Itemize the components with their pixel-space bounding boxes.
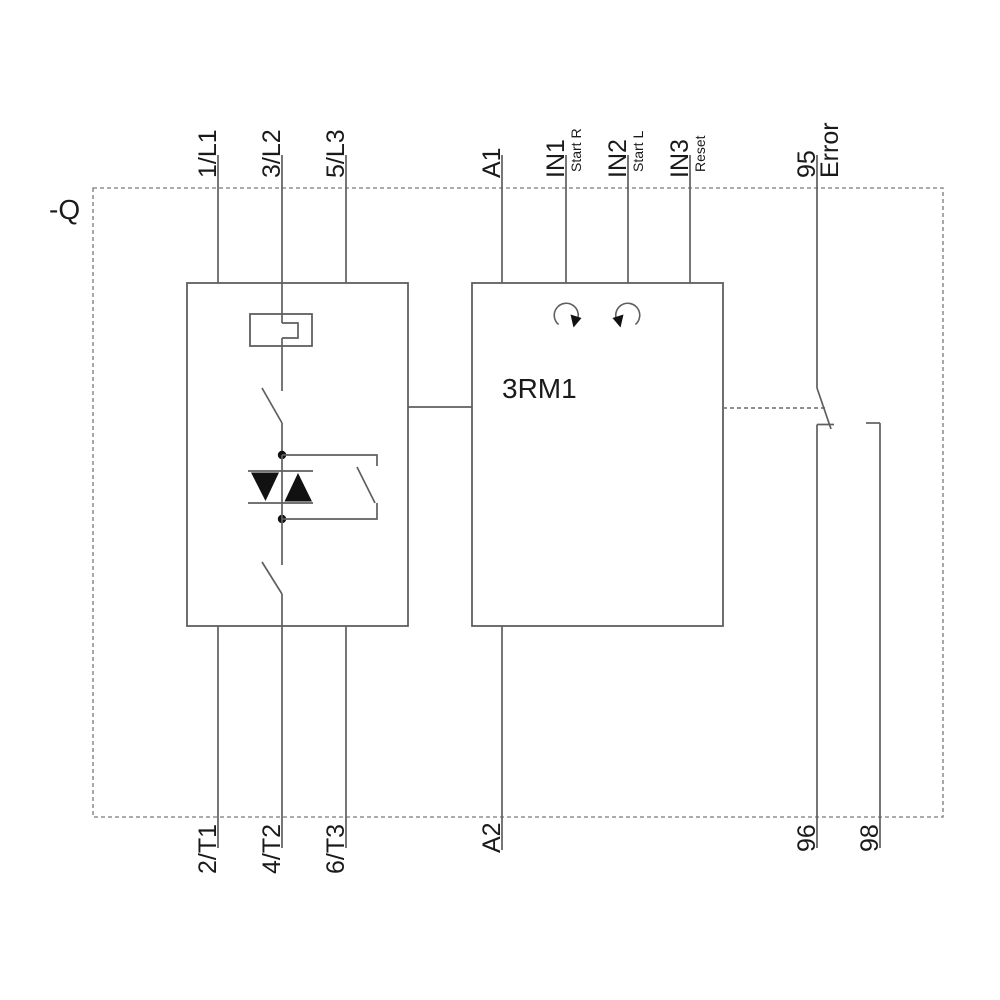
device-designation: -Q [49, 194, 80, 225]
terminal-label-5L3: 5/L3 [322, 129, 350, 178]
overload-notch [282, 322, 299, 339]
changeover-blade [816, 387, 832, 430]
function-label-start-r: Start R [568, 128, 584, 172]
terminal-label-96: 96 [793, 824, 821, 852]
top-terminal-leads [217, 155, 818, 388]
terminal-label-IN2: IN2 [604, 139, 632, 178]
function-label-reset: Reset [692, 135, 708, 172]
function-label-error: Error [816, 122, 844, 178]
overload-protection-symbol [249, 313, 313, 347]
function-label-start-l: Start L [630, 131, 646, 172]
control-section-box [471, 282, 724, 627]
rotate-left-icon [612, 302, 641, 328]
terminal-label-98: 98 [856, 824, 884, 852]
terminal-label-4T2: 4/T2 [258, 824, 286, 874]
thyristor-triangle-down [251, 472, 279, 501]
terminal-label-IN3: IN3 [666, 139, 694, 178]
terminal-label-6T3: 6/T3 [322, 824, 350, 874]
terminal-label-3L2: 3/L2 [258, 129, 286, 178]
bottom-terminal-labels: 2/T1 4/T2 6/T3 A2 96 98 [194, 822, 884, 874]
error-changeover-contact [816, 387, 880, 430]
top-terminal-labels: 1/L1 3/L2 5/L3 A1 IN1 Start R IN2 Start … [194, 122, 844, 178]
bypass-contact-branch [282, 454, 378, 520]
terminal-label-A2: A2 [478, 822, 506, 853]
bypass-branch-bottom [282, 503, 378, 520]
terminal-label-2T1: 2/T1 [194, 824, 222, 874]
bottom-terminal-leads [217, 423, 881, 850]
power-section-box [186, 282, 409, 627]
bypass-branch-top [282, 454, 378, 466]
terminal-label-95: 95 [793, 150, 821, 178]
device-type-label: 3RM1 [502, 373, 577, 404]
thyristor-triangle-up [284, 473, 312, 502]
upper-switch-contact [261, 387, 283, 424]
terminal-label-IN1: IN1 [542, 139, 570, 178]
rotate-right-icon [553, 302, 582, 328]
bypass-switch-contact [356, 466, 376, 504]
thyristor-symbol [248, 470, 313, 504]
terminal-label-A1: A1 [478, 147, 506, 178]
lower-switch-contact [261, 561, 283, 595]
power-section-symbols [248, 313, 378, 595]
terminal-label-1L1: 1/L1 [194, 129, 222, 178]
device-enclosure-border [92, 187, 944, 818]
